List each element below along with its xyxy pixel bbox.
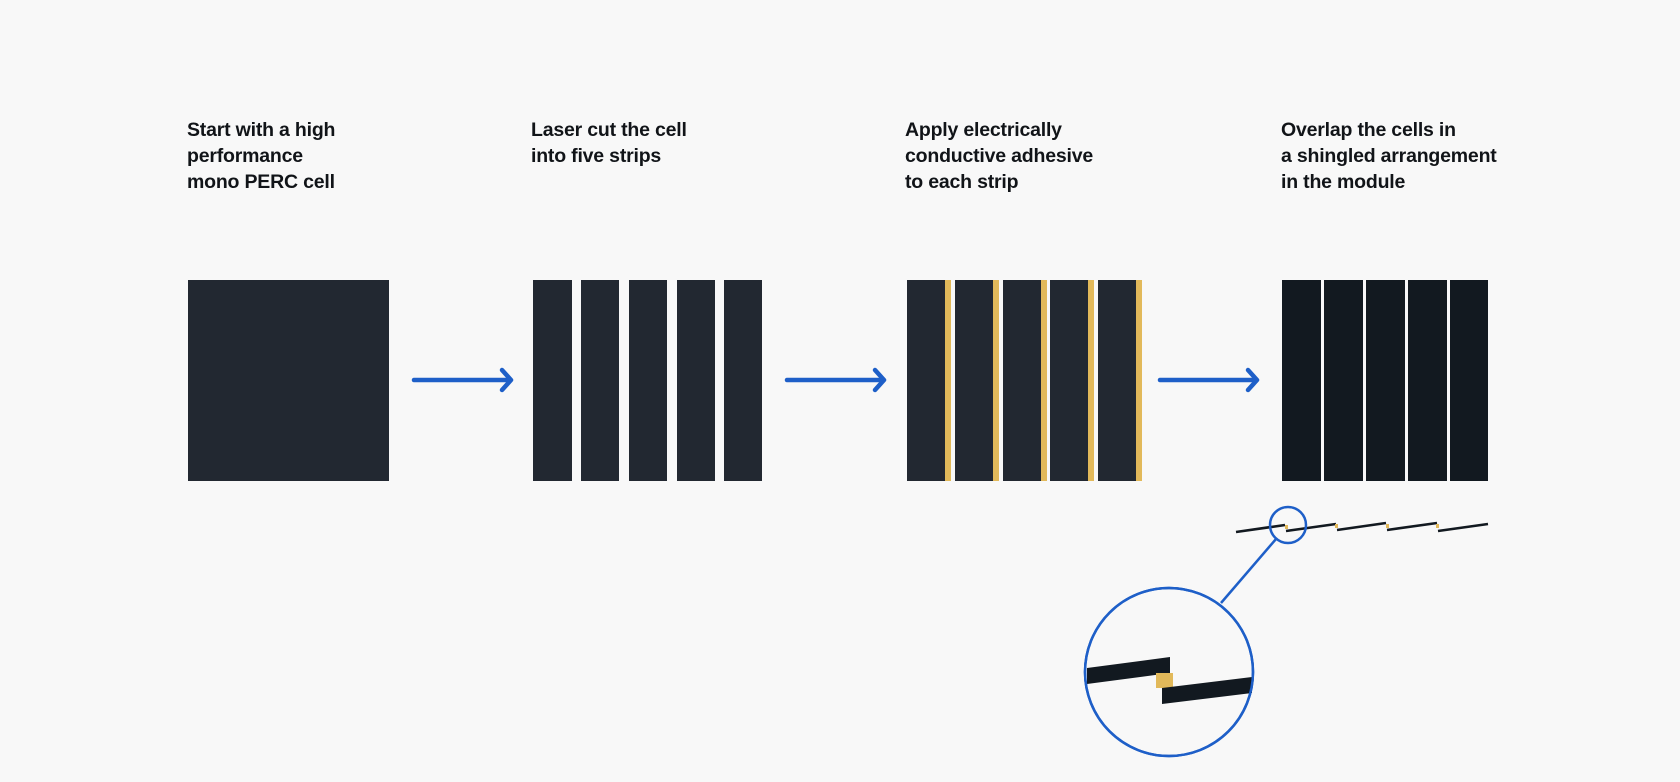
step-1-title-line: performance — [187, 145, 303, 167]
module-strip — [1366, 280, 1405, 481]
step-2-title-line: into five strips — [531, 145, 662, 167]
step-3-title-line: Apply electrically — [905, 119, 1062, 141]
step-1-title-line: Start with a high — [187, 119, 336, 141]
arrow-right-icon — [1157, 367, 1260, 393]
adhesive-line — [1041, 280, 1047, 481]
cell-strip — [1050, 280, 1088, 481]
zoom-source-circle — [1268, 505, 1308, 545]
step-3-title-line: to each strip — [905, 171, 1019, 193]
cell-strip — [1098, 280, 1136, 481]
step-1-title-line: mono PERC cell — [187, 171, 335, 193]
step-2-title: Laser cut the cell into five strips — [531, 117, 687, 169]
adhesive-line — [1136, 280, 1142, 481]
module-strip — [1408, 280, 1447, 481]
full-cell — [188, 280, 389, 481]
zoomed-strip-upper — [1087, 657, 1170, 684]
cell-strip — [677, 280, 715, 481]
cell-strip — [533, 280, 572, 481]
step-4-title: Overlap the cells in a shingled arrangem… — [1281, 117, 1497, 195]
step-4-title-line: a shingled arrangement — [1281, 145, 1497, 167]
adhesive-line — [1088, 280, 1094, 481]
cell-strip — [581, 280, 619, 481]
side-view-strip — [1437, 522, 1489, 533]
adhesive-strips — [907, 280, 1142, 481]
zoomed-strip-lower — [1162, 677, 1252, 704]
module-strip — [1282, 280, 1321, 481]
side-view-strip — [1235, 523, 1286, 534]
zoom-connector — [1220, 538, 1277, 604]
side-view-strip — [1386, 521, 1438, 532]
step-3-title-line: conductive adhesive — [905, 145, 1094, 167]
adhesive-line — [993, 280, 999, 481]
module-strip — [1324, 280, 1363, 481]
step-3-title: Apply electrically conductive adhesive t… — [905, 117, 1093, 195]
step-4-title-line: in the module — [1281, 171, 1406, 193]
shingled-module — [1282, 280, 1488, 481]
step-4-title-line: Overlap the cells in — [1281, 119, 1456, 141]
side-view-adhesive — [1285, 524, 1439, 529]
cell-strip — [1003, 280, 1041, 481]
magnifier-circle-icon — [1083, 505, 1308, 758]
side-view-strip — [1336, 521, 1387, 532]
zoomed-adhesive — [1156, 673, 1173, 688]
cell-strip — [724, 280, 762, 481]
arrow-right-icon — [784, 367, 887, 393]
cell-strip — [629, 280, 667, 481]
cell-strip — [955, 280, 993, 481]
side-view-strip — [1285, 522, 1337, 533]
shingled-side-view — [1235, 521, 1489, 534]
cut-strips — [533, 280, 762, 481]
adhesive-line — [945, 280, 951, 481]
arrow-right-icon — [411, 367, 514, 393]
step-2-title-line: Laser cut the cell — [531, 119, 687, 141]
module-strip — [1450, 280, 1488, 481]
cell-strip — [907, 280, 945, 481]
step-1-title: Start with a high performance mono PERC … — [187, 117, 335, 195]
